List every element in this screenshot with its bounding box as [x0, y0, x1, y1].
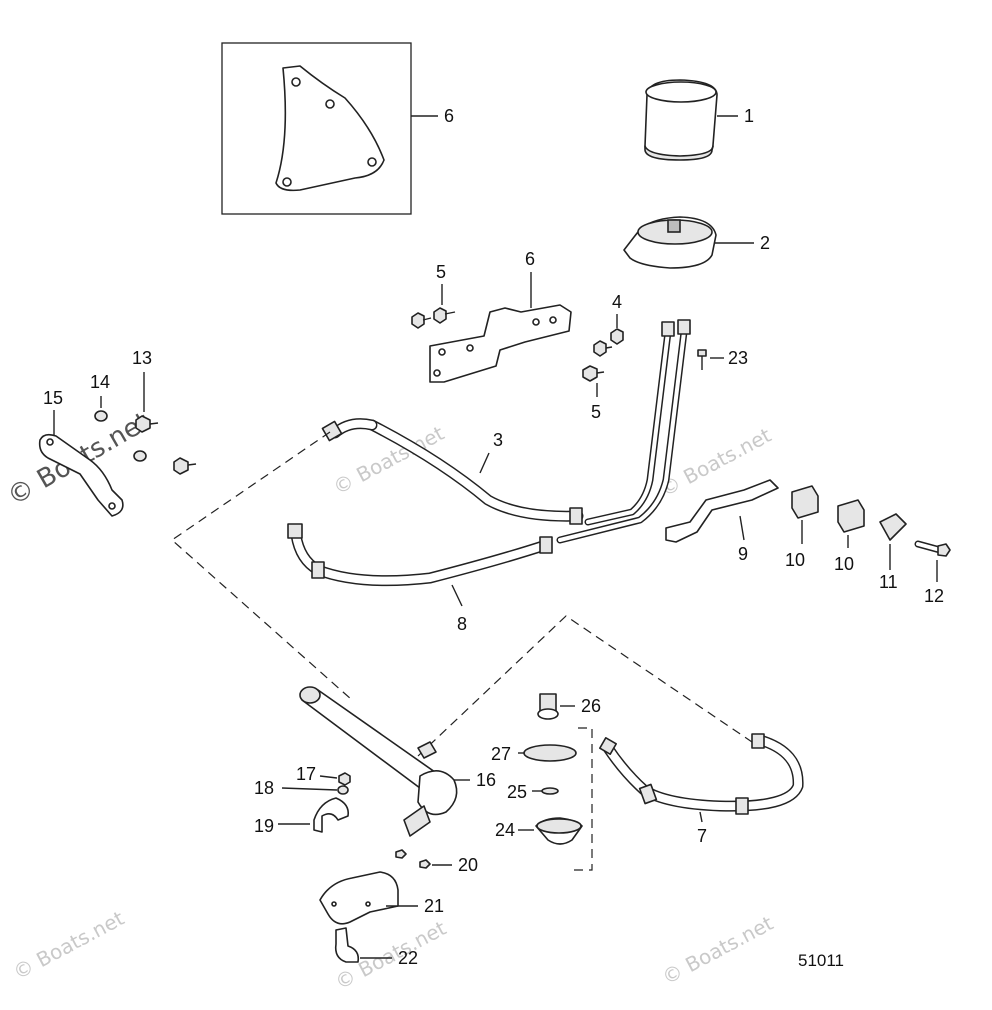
watermark: © Boats.net	[9, 906, 128, 985]
screw-23	[697, 349, 724, 370]
callout-21: 21	[424, 896, 444, 916]
hose-7	[599, 733, 804, 823]
bolt-hole	[291, 77, 301, 87]
bolt-hole	[325, 99, 335, 109]
callout-4: 4	[612, 292, 622, 312]
filter-adapter	[623, 216, 754, 269]
callout-17: 17	[296, 764, 316, 784]
callout-15: 15	[43, 388, 63, 408]
bracket-9	[665, 479, 779, 543]
inset-box	[221, 42, 438, 215]
callout-3: 3	[493, 430, 503, 450]
clamp-21	[319, 871, 418, 925]
bracket-plate	[275, 65, 385, 192]
hose-8	[287, 523, 553, 607]
screws-5	[411, 284, 456, 329]
callout-7: 7	[697, 826, 707, 846]
callout-14: 14	[90, 372, 110, 392]
hose-assembly-3	[321, 319, 691, 544]
parts-13-14-15	[38, 372, 197, 517]
callout-20: 20	[458, 855, 478, 875]
clips-10	[791, 485, 865, 548]
callout-16: 16	[476, 770, 496, 790]
oil-cooler-16	[299, 686, 470, 837]
screws-20	[395, 849, 452, 869]
bolt-hole	[367, 157, 377, 167]
callout-6: 6	[525, 249, 535, 269]
callout-19: 19	[254, 816, 274, 836]
callout-24: 24	[495, 820, 515, 840]
callout-26: 26	[581, 696, 601, 716]
callout-12: 12	[924, 586, 944, 606]
watermark: © Boats.net	[658, 911, 777, 990]
callout-22: 22	[398, 948, 418, 968]
callout-10a: 10	[785, 550, 805, 570]
callout-5-top: 5	[436, 262, 446, 282]
mounting-bracket	[429, 272, 572, 383]
parts-17-18-19	[278, 772, 351, 833]
callout-18: 18	[254, 778, 274, 798]
clip-22	[334, 927, 392, 963]
callout-10b: 10	[834, 554, 854, 574]
callout-2: 2	[760, 233, 770, 253]
callout-8: 8	[457, 614, 467, 634]
callout-6-inset: 6	[444, 106, 454, 126]
callout-13: 13	[132, 348, 152, 368]
callout-1: 1	[744, 106, 754, 126]
figure-number: 51011	[798, 951, 844, 970]
callout-5-lower: 5	[591, 402, 601, 422]
callout-9: 9	[738, 544, 748, 564]
screws-4-5	[582, 314, 624, 397]
parts-24-27	[518, 693, 583, 845]
callout-25: 25	[507, 782, 527, 802]
screw-12	[914, 540, 951, 582]
callout-11: 11	[879, 572, 898, 592]
oil-filter	[644, 79, 738, 161]
connection-lines	[171, 431, 753, 871]
bolt-hole	[282, 177, 292, 187]
callout-27: 27	[491, 744, 511, 764]
clip-nut-11	[879, 513, 907, 570]
callout-23: 23	[728, 348, 748, 368]
